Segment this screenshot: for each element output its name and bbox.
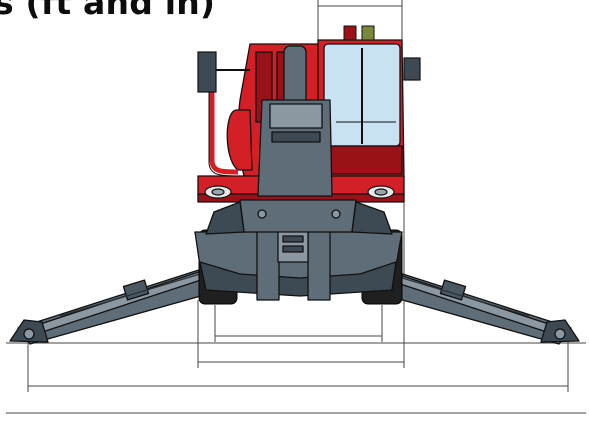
dimension-lines (6, 0, 586, 414)
headlight-icon (204, 185, 395, 199)
warning-beacon-icon (343, 25, 375, 41)
page-title: s (ft and in) (0, 0, 216, 22)
stabiliser-left (9, 267, 216, 345)
boom (205, 45, 393, 235)
stabiliser-right (373, 267, 580, 345)
mirror-icon (197, 51, 421, 93)
chassis (194, 223, 403, 301)
